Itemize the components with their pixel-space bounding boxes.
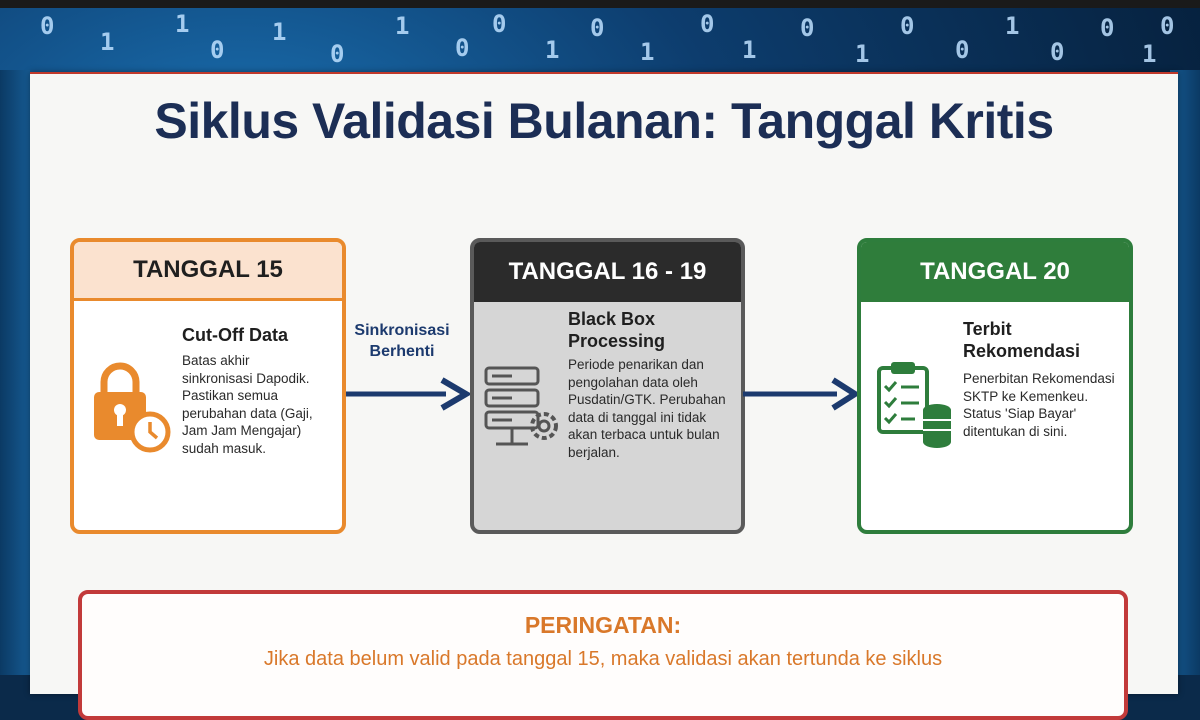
warning-box: PERINGATAN: Jika data belum valid pada t… xyxy=(78,590,1128,720)
binary-digit: 0 xyxy=(455,34,470,62)
lock-clock-icon xyxy=(94,362,171,453)
binary-digit: 0 xyxy=(800,14,815,42)
binary-digit: 0 xyxy=(590,14,605,42)
step-box-tanggal-16-19: TANGGAL 16 - 19 Black Box Processing Per… xyxy=(470,238,745,534)
step-description: Batas akhir sinkronisasi Dapodik. Pastik… xyxy=(182,353,313,456)
binary-digit: 1 xyxy=(272,18,287,46)
binary-digit: 1 xyxy=(1005,12,1020,40)
step-heading: Black Box Processing xyxy=(568,309,666,351)
server-gear-icon xyxy=(484,366,558,446)
step-box-tanggal-20: TANGGAL 20 Terbit Rekomendasi Penerbitan… xyxy=(857,238,1133,534)
step-description: Periode penarikan dan pengolahan data ol… xyxy=(568,357,726,460)
warning-text: Jika data belum valid pada tanggal 15, m… xyxy=(263,648,943,670)
left-edge xyxy=(0,70,30,675)
binary-digit: 0 xyxy=(1050,38,1065,66)
warning-title: PERINGATAN: xyxy=(524,612,682,638)
binary-digit: 0 xyxy=(210,36,225,64)
binary-digit: 1 xyxy=(100,28,115,56)
clipboard-coins-icon xyxy=(877,362,951,448)
arrow-right-icon xyxy=(346,377,470,411)
binary-digit: 0 xyxy=(900,12,915,40)
binary-digit: 1 xyxy=(545,36,560,64)
binary-digit: 0 xyxy=(1160,12,1175,40)
step-heading: Cut-Off Data xyxy=(182,325,288,345)
arrow-label: Sinkronisasi Berhenti xyxy=(354,322,450,360)
binary-digit: 1 xyxy=(175,10,190,38)
binary-digit: 1 xyxy=(855,40,870,68)
binary-digit: 1 xyxy=(1142,40,1157,68)
binary-digit: 0 xyxy=(955,36,970,64)
step-heading: Terbit Rekomendasi xyxy=(963,319,1081,361)
step-header: TANGGAL 20 xyxy=(861,242,1129,302)
step-description: Penerbitan Rekomendasi SKTP ke Kemenkeu.… xyxy=(963,371,1115,439)
binary-digit: 1 xyxy=(395,12,410,40)
binary-digit: 0 xyxy=(330,40,345,68)
step-header: TANGGAL 15 xyxy=(74,242,342,301)
binary-digit: 0 xyxy=(40,12,55,40)
arrow-right-icon xyxy=(743,377,859,411)
binary-digit: 0 xyxy=(1100,14,1115,42)
infographic-card: Siklus Validasi Bulanan: Tanggal Kritis … xyxy=(30,72,1178,720)
step-box-tanggal-15: TANGGAL 15 Cut-Off Data Batas akhir sink… xyxy=(70,238,346,534)
binary-digit: 1 xyxy=(640,38,655,66)
binary-digit: 0 xyxy=(492,10,507,38)
step-header: TANGGAL 16 - 19 xyxy=(474,242,741,302)
binary-digit: 0 xyxy=(700,10,715,38)
top-bar xyxy=(0,0,1200,8)
binary-digit: 1 xyxy=(742,36,757,64)
page-title: Siklus Validasi Bulanan: Tanggal Kritis xyxy=(154,93,1054,149)
